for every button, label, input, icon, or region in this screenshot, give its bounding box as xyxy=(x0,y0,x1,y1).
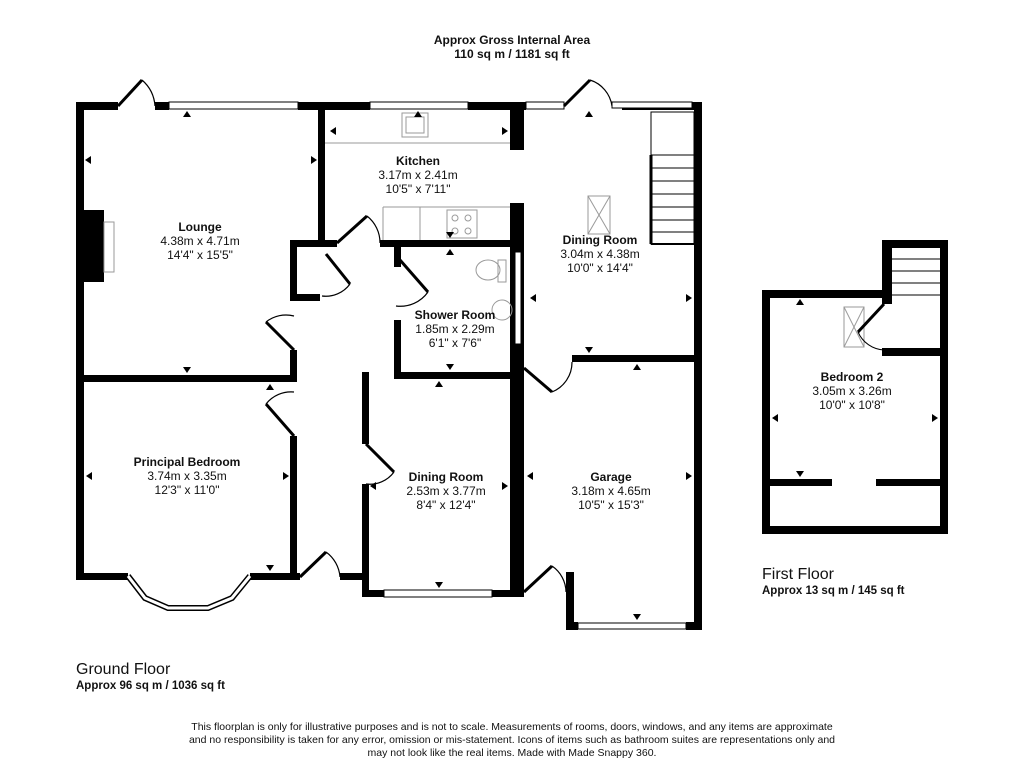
first-floor-walls xyxy=(762,240,948,534)
room-name: Garage xyxy=(590,470,632,484)
room-metric: 1.85m x 2.29m xyxy=(415,322,495,336)
ground-floor-name: Ground Floor xyxy=(76,661,171,678)
disclaimer-line-1: This floorplan is only for illustrative … xyxy=(191,721,833,733)
first-floor-area: Approx 13 sq m / 145 sq ft xyxy=(762,585,905,597)
room-imperial: 14'4" x 15'5" xyxy=(167,248,233,262)
basin-icon xyxy=(491,299,513,321)
first-floor-caption: First Floor Approx 13 sq m / 145 sq ft xyxy=(762,566,905,598)
first-floor-name: First Floor xyxy=(762,566,834,583)
disclaimer-line-3: may not look like the real items. Made w… xyxy=(367,747,657,759)
dimension-arrows xyxy=(85,111,938,620)
room-imperial: 10'0" x 14'4" xyxy=(567,261,633,275)
room-kitchen: Kitchen 3.17m x 2.41m 10'5" x 7'11" xyxy=(378,154,457,196)
room-imperial: 10'5" x 15'3" xyxy=(578,498,644,512)
room-metric: 3.18m x 4.65m xyxy=(571,484,651,498)
room-dining-room-2: Dining Room 2.53m x 3.77m 8'4" x 12'4" xyxy=(406,470,485,512)
room-name: Bedroom 2 xyxy=(820,370,884,384)
room-name: Dining Room xyxy=(408,470,484,484)
room-shower-room: Shower Room 1.85m x 2.29m 6'1" x 7'6" xyxy=(415,308,496,350)
gross-area-title: Approx Gross Internal Area xyxy=(433,33,591,47)
disclaimer: This floorplan is only for illustrative … xyxy=(0,721,1024,760)
doors xyxy=(116,78,613,594)
room-metric: 2.53m x 3.77m xyxy=(406,484,486,498)
sink-icon xyxy=(401,112,429,138)
fireplace-hearth xyxy=(103,221,115,273)
room-metric: 3.04m x 4.38m xyxy=(560,247,640,261)
room-metric: 3.74m x 3.35m xyxy=(147,469,227,483)
hob-icon xyxy=(446,209,478,239)
fixtures xyxy=(103,112,865,348)
room-name: Shower Room xyxy=(414,308,496,322)
room-bedroom-2: Bedroom 2 3.05m x 3.26m 10'0" x 10'8" xyxy=(812,370,891,412)
room-lounge: Lounge 4.38m x 4.71m 14'4" x 15'5" xyxy=(160,220,239,262)
ground-floor-area: Approx 96 sq m / 1036 sq ft xyxy=(76,680,225,692)
room-metric: 3.17m x 2.41m xyxy=(378,168,458,182)
gross-area-value: 110 sq m / 1181 sq ft xyxy=(454,47,570,61)
room-imperial: 10'0" x 10'8" xyxy=(819,398,885,412)
toilet-icon xyxy=(475,259,501,281)
room-metric: 4.38m x 4.71m xyxy=(160,234,240,248)
room-imperial: 6'1" x 7'6" xyxy=(428,336,482,350)
ground-floor-caption: Ground Floor Approx 96 sq m / 1036 sq ft xyxy=(76,661,225,693)
room-imperial: 10'5" x 7'11" xyxy=(385,182,451,196)
disclaimer-line-2: and no responsibility is taken for any e… xyxy=(188,734,836,746)
room-dining-room-1: Dining Room 3.04m x 4.38m 10'0" x 14'4" xyxy=(560,233,639,275)
bay-window xyxy=(125,574,253,611)
room-principal-bedroom: Principal Bedroom 3.74m x 3.35m 12'3" x … xyxy=(134,455,241,497)
gross-area-header: Approx Gross Internal Area 110 sq m / 11… xyxy=(0,33,1024,61)
stairs-ground-floor xyxy=(649,111,695,245)
room-imperial: 8'4" x 12'4" xyxy=(416,498,476,512)
room-imperial: 12'3" x 11'0" xyxy=(154,483,220,497)
room-name: Lounge xyxy=(178,220,222,234)
loft-hatch-icon xyxy=(587,195,611,235)
room-name: Principal Bedroom xyxy=(133,455,241,469)
stairs-first-floor xyxy=(856,258,940,351)
room-name: Dining Room xyxy=(562,233,638,247)
room-name: Kitchen xyxy=(395,154,440,168)
room-garage: Garage 3.18m x 4.65m 10'5" x 15'3" xyxy=(571,470,650,512)
room-metric: 3.05m x 3.26m xyxy=(812,384,892,398)
